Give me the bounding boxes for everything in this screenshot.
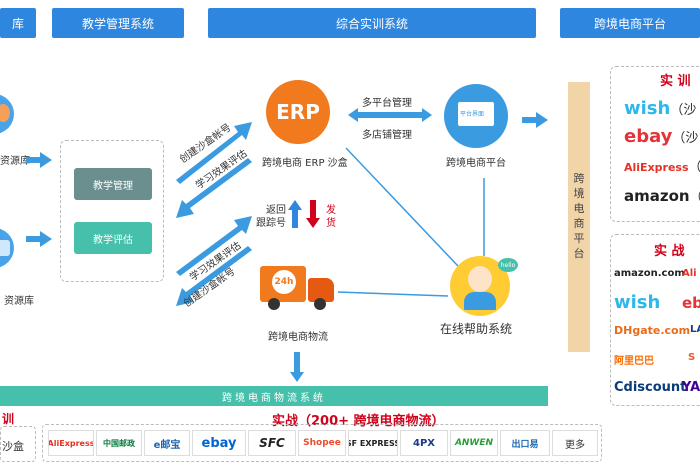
bottom-logistics-panel: [42, 424, 602, 462]
resource-label-bottom: 资源库: [4, 296, 34, 307]
logistics-logo-chukouyi: 出口易: [500, 430, 550, 456]
resource-label-top: 资源库: [0, 156, 30, 167]
arrow-down-icon: [306, 200, 320, 228]
bottom-sandbox-label: 沙盒: [2, 440, 24, 453]
header-teaching-system: 教学管理系统: [52, 8, 184, 38]
logistics-logo-chinapost: 中国邮政: [96, 430, 142, 456]
logistics-logo-anwen: ANWEN: [450, 430, 498, 456]
real-logo-cdiscount: Cdiscount: [614, 380, 687, 395]
arrow-right-icon: [522, 112, 548, 128]
vbar-char: 平: [573, 231, 585, 245]
truck-icon: 24h: [260, 260, 340, 320]
vbar-char: 台: [573, 246, 585, 260]
teaching-manage-button[interactable]: 教学管理: [74, 168, 152, 200]
teaching-evaluate-button[interactable]: 教学评估: [74, 222, 152, 254]
real-logo-ali-partial: Ali: [682, 268, 697, 279]
real-logo-ya-partial: YA: [682, 380, 700, 395]
return-tracking-label: 返回 跟踪号: [256, 205, 286, 229]
ship-label: 发 货: [326, 205, 336, 229]
sim-panel: [610, 66, 700, 222]
resource-circle-top: [0, 94, 14, 134]
sim-logo-amazon: amazon（仿: [624, 187, 700, 205]
sim-logo-aliexpress: AliExpress（仿: [624, 160, 700, 175]
arrow-down-icon: [290, 352, 304, 382]
logistics-logo-ebay: ebay: [192, 430, 246, 456]
arrow-right-icon: [26, 152, 52, 168]
real-logo-amazon: amazon.com: [614, 268, 685, 279]
erp-logo: ERP: [266, 80, 330, 144]
real-logo-dhgate: DHgate.com: [614, 324, 691, 337]
vbar-char: 境: [573, 187, 585, 201]
real-logo-alibaba: 阿里巴巴: [614, 356, 654, 367]
flow-arrows: [176, 122, 252, 306]
platform-screen-label: 平台界面: [460, 111, 485, 118]
logistics-system-strip: 跨境电商物流系统: [0, 386, 548, 406]
multi-platform-label: 多平台管理: [362, 98, 412, 109]
sim-title: 实 训: [660, 74, 691, 89]
erp-caption: 跨境电商 ERP 沙盒: [262, 158, 348, 169]
logistics-logo-more[interactable]: 更多: [552, 430, 598, 456]
arrow-up-icon: [288, 200, 302, 228]
double-arrow-icon: [348, 108, 432, 122]
logistics-logo-sfc: SFC: [248, 430, 296, 456]
sim-logo-wish: wish（沙: [624, 98, 697, 119]
help-bubble: hello: [498, 258, 518, 272]
real-logo-la-partial: LA: [690, 324, 700, 335]
real-logo-s-partial: S: [688, 352, 696, 363]
logistics-logo-shopee: Shopee: [298, 430, 346, 456]
real-panel: [610, 234, 700, 406]
header-ecommerce-platform: 跨境电商平台: [560, 8, 700, 38]
header-resource-partial: 库: [0, 8, 36, 38]
platform-icon: 平台界面: [444, 84, 508, 148]
header-training-system: 综合实训系统: [208, 8, 536, 38]
real-logo-ebay-partial: eb: [682, 294, 700, 312]
logistics-caption: 跨境电商物流: [268, 332, 328, 343]
real-logo-wish: wish: [614, 292, 661, 313]
platform-vertical-bar: 跨 境 电 商 平 台: [568, 82, 590, 352]
bottom-left-box: [0, 426, 36, 462]
multi-shop-label: 多店铺管理: [362, 130, 412, 141]
vbar-char: 商: [573, 217, 585, 230]
truck-badge: 24h: [272, 270, 296, 294]
vbar-char: 电: [573, 202, 585, 216]
sim-logo-ebay: ebay（沙: [624, 126, 699, 147]
platform-caption: 跨境电商平台: [446, 158, 506, 169]
help-caption: 在线帮助系统: [440, 322, 513, 336]
real-title: 实 战: [654, 244, 685, 259]
logistics-logo-eyoubao: e邮宝: [144, 430, 190, 456]
help-avatar: [450, 256, 510, 316]
teaching-panel: [60, 140, 164, 282]
logistics-logo-4px: 4PX: [400, 430, 448, 456]
resource-circle-bottom: [0, 228, 14, 268]
arrow-right-icon: [26, 231, 52, 247]
vbar-char: 跨: [573, 172, 585, 186]
bottom-real-title: 实战（200+ 跨境电商物流）: [272, 414, 445, 429]
logistics-logo-aliexpress: AliExpress: [48, 430, 94, 456]
logistics-logo-sfexpress: SF EXPRESS: [348, 430, 398, 456]
bottom-left-title: 训: [2, 412, 15, 426]
